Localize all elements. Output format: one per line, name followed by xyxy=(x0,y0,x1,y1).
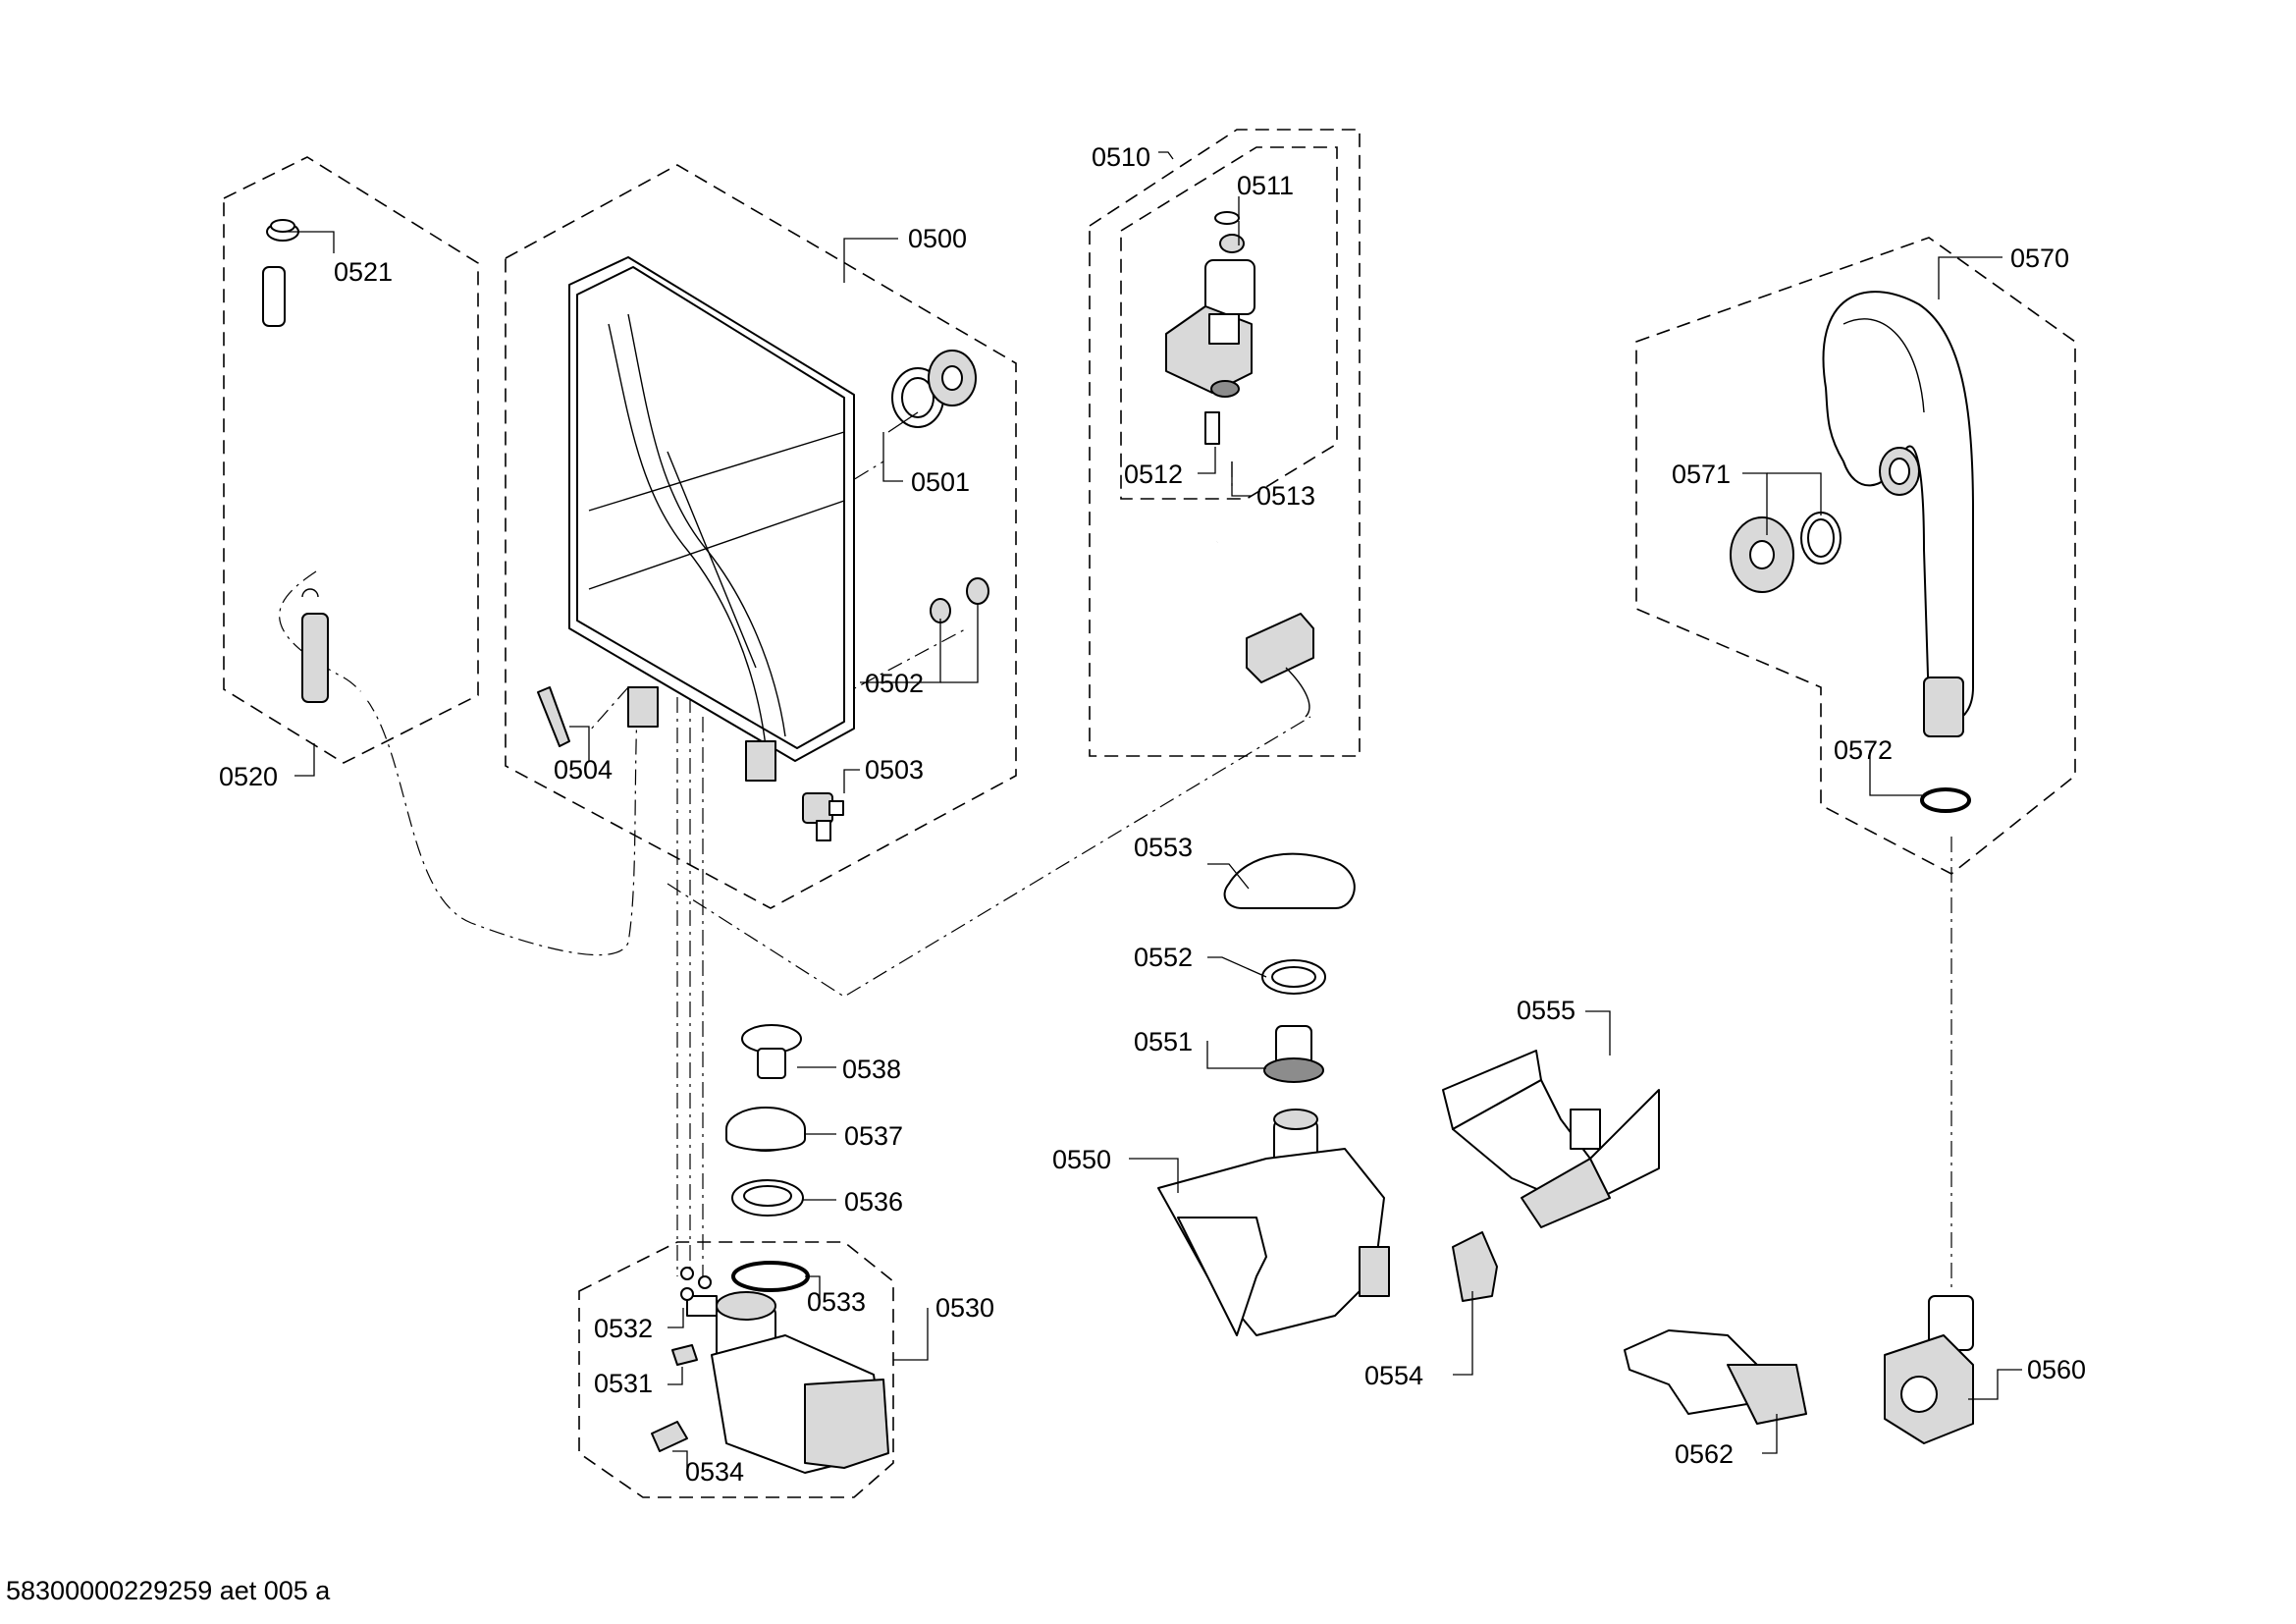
cover-0553-icon xyxy=(1223,852,1356,909)
callout-0554: 0554 xyxy=(1364,1361,1423,1390)
water-tank-icon xyxy=(568,256,855,782)
tank-clip-icon xyxy=(537,686,570,747)
tank-grommets-icon xyxy=(930,577,989,623)
heater-clip-icon xyxy=(671,1344,698,1366)
cap-0538-icon xyxy=(741,1024,802,1079)
tank-nut-icon xyxy=(928,350,977,406)
callout-0534: 0534 xyxy=(685,1457,744,1487)
outline-hose-0520 xyxy=(223,156,479,764)
heater-pump-icon xyxy=(680,1261,889,1474)
assembly-outlines xyxy=(223,129,2076,1498)
callout-0555: 0555 xyxy=(1517,996,1575,1025)
heater-sensor-icon xyxy=(651,1421,688,1452)
callout-0536: 0536 xyxy=(844,1187,903,1217)
callout-0510: 0510 xyxy=(1092,142,1150,172)
callout-0560: 0560 xyxy=(2027,1355,2086,1384)
tank-sensor-icon xyxy=(802,792,844,841)
sump-0550-icon xyxy=(1157,1109,1390,1336)
callout-0551: 0551 xyxy=(1134,1027,1193,1056)
drain-hose-icon xyxy=(262,266,427,703)
callout-0538: 0538 xyxy=(842,1055,901,1084)
bracket-0555-icon xyxy=(1442,1050,1660,1228)
callout-0550: 0550 xyxy=(1052,1145,1111,1174)
callout-0513: 0513 xyxy=(1256,481,1315,511)
callout-0501: 0501 xyxy=(911,467,970,497)
leader-lines xyxy=(285,151,2022,1468)
ring-0536-icon xyxy=(731,1179,804,1217)
outline-tank-0500 xyxy=(505,164,1017,909)
callout-0570: 0570 xyxy=(2010,244,2069,273)
duct-nut-icon xyxy=(1730,516,1794,593)
callout-0532: 0532 xyxy=(594,1314,653,1343)
outline-heater-0530 xyxy=(578,1241,894,1498)
cover-0537-icon xyxy=(725,1107,806,1152)
valve-assembly-icon xyxy=(1165,211,1255,445)
hose-clamp-icon xyxy=(266,219,299,242)
outline-valve-inner xyxy=(1120,146,1338,500)
callout-0530: 0530 xyxy=(935,1293,994,1323)
callout-0533: 0533 xyxy=(807,1287,866,1317)
drawing-code: 58300000229259 aet 005 a xyxy=(6,1576,331,1605)
clip-0554-icon xyxy=(1452,1231,1498,1302)
callout-0552: 0552 xyxy=(1134,943,1193,972)
hose-0562-icon xyxy=(1624,1329,1807,1425)
callout-0531: 0531 xyxy=(594,1369,653,1398)
callout-0521: 0521 xyxy=(334,257,393,287)
callout-0572: 0572 xyxy=(1834,735,1893,765)
duct-ring-icon xyxy=(1800,512,1842,565)
air-duct-icon xyxy=(1822,291,1974,737)
callout-0571: 0571 xyxy=(1672,460,1731,489)
small-clamp-icon xyxy=(301,588,319,598)
ring-0552-icon xyxy=(1261,959,1326,995)
outline-valve-0510 xyxy=(1089,129,1361,757)
callout-0553: 0553 xyxy=(1134,833,1193,862)
callout-0503: 0503 xyxy=(865,755,924,785)
callout-0502: 0502 xyxy=(865,669,924,698)
callout-0520: 0520 xyxy=(219,762,278,791)
callout-0511: 0511 xyxy=(1237,171,1294,200)
pump-0560-icon xyxy=(1884,1295,1974,1444)
duct-oring-icon xyxy=(1920,787,1971,813)
callout-0504: 0504 xyxy=(554,755,613,785)
callout-0537: 0537 xyxy=(844,1121,903,1151)
callout-labels: 0500 0501 0502 0503 0504 0510 0511 0512 … xyxy=(219,142,2086,1487)
filter-0551-icon xyxy=(1263,1025,1324,1083)
callout-0512: 0512 xyxy=(1124,460,1183,489)
assembly-lines xyxy=(279,460,1952,1291)
callout-0500: 0500 xyxy=(908,224,967,253)
callout-0562: 0562 xyxy=(1675,1439,1734,1469)
valve-cable-icon xyxy=(1204,540,1314,718)
